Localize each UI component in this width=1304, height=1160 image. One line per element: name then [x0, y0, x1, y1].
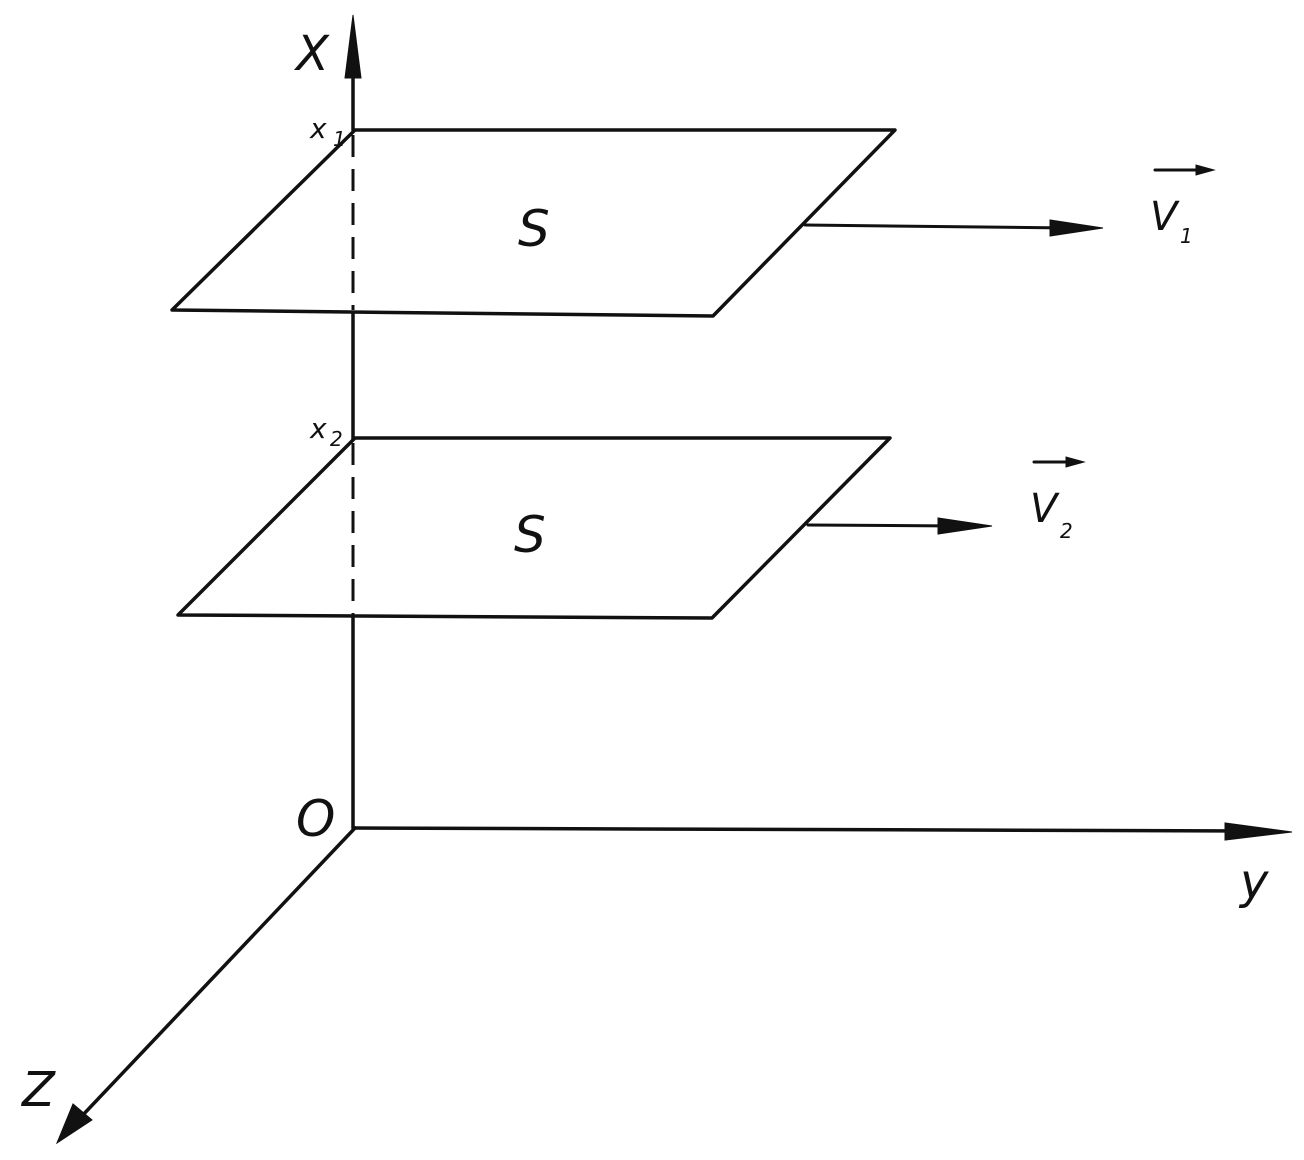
z-axis-arrowhead [55, 1103, 93, 1145]
origin-label: O [296, 790, 335, 848]
y-axis-arrowhead [1224, 822, 1293, 841]
upper-plane-label: S [518, 200, 550, 258]
z-axis-label: Z [20, 1062, 56, 1118]
velocity-1-arrowhead [1049, 219, 1104, 237]
level-1-subscript: 1 [333, 127, 346, 151]
level-2-label: x [309, 412, 327, 445]
x-axis-label: X [293, 26, 330, 82]
velocity-2-arrowhead [937, 517, 993, 535]
velocity-1-vector-bar-tip [1195, 164, 1216, 176]
velocity-1-label: V [1150, 194, 1180, 240]
x-axis-arrowhead [344, 14, 362, 79]
lower-plane [176, 436, 892, 620]
velocity-1-subscript: 1 [1180, 224, 1193, 248]
velocity-2-vector-bar-tip [1065, 456, 1086, 468]
velocity-2-subscript: 2 [1060, 519, 1073, 543]
lower-plane-label: S [514, 506, 546, 564]
z-axis-line [78, 826, 357, 1120]
velocity-2-arrow-line [806, 523, 962, 528]
level-1-label: x [309, 112, 327, 145]
y-axis-line [353, 826, 1252, 833]
y-axis-label: y [1238, 854, 1269, 910]
velocity-1-arrow-line [803, 223, 1072, 230]
velocity-2-label: V [1030, 486, 1060, 532]
level-2-subscript: 2 [330, 427, 343, 451]
